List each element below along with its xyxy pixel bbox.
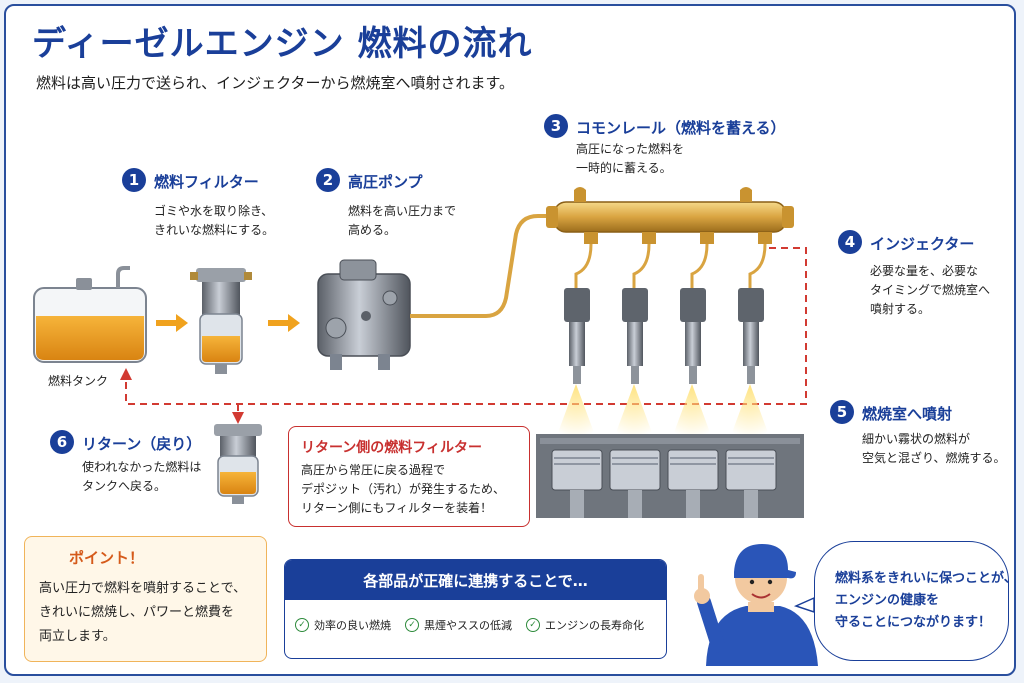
benefit-item: ✓効率の良い燃焼 [295, 617, 391, 633]
point-title: ポイント！ [69, 549, 145, 567]
injectors-image [564, 232, 772, 384]
step-desc-common-rail: 高圧になった燃料を一時的に蓄える。 [576, 142, 685, 175]
fuel-spray-image [556, 384, 770, 438]
point-text: 高い圧力で燃料を噴射することで、きれいに燃焼し、パワーと燃費を両立します。 [39, 581, 247, 644]
check-icon: ✓ [405, 618, 419, 632]
speech-text: 燃料系をきれいに保つことが、エンジンの健康を守ることにつながります！ [835, 571, 1016, 630]
step-title-injector: インジェクター [870, 235, 975, 253]
benefit-item: ✓黒煙やススの低減 [405, 617, 512, 633]
return-filter-title: リターン側の燃料フィルター [301, 440, 483, 456]
step-number-3: 3 [544, 114, 568, 138]
cooperation-list: ✓効率の良い燃焼 ✓黒煙やススの低減 ✓エンジンの長寿命化 [295, 617, 644, 633]
step-desc-combustion: 細かい霧状の燃料が空気と混ざり、燃焼する。 [862, 432, 1006, 465]
step-title-return: リターン（戻り） [82, 435, 202, 453]
speech-bubble: 燃料系をきれいに保つことが、エンジンの健康を守ることにつながります！ [814, 541, 1014, 661]
return-filter-callout: リターン側の燃料フィルター 高圧から常圧に戻る過程でデポジット（汚れ）が発生する… [288, 426, 530, 527]
step-desc-injector: 必要な量を、必要なタイミングで燃焼室へ噴射する。 [870, 264, 991, 316]
step-number-5: 5 [830, 400, 854, 424]
tank-label: 燃料タンク [48, 374, 109, 388]
check-icon: ✓ [295, 618, 309, 632]
fuel-tank-image [33, 266, 147, 363]
step-desc-return: 使われなかった燃料はタンクへ戻る。 [82, 460, 202, 493]
cooperation-panel: 各部品が正確に連携することで… ✓効率の良い燃焼 ✓黒煙やススの低減 ✓エンジン… [284, 559, 667, 659]
page-title: ディーゼルエンジン 燃料の流れ [32, 24, 533, 64]
step-number-2: 2 [316, 168, 340, 192]
step-title-fuel-filter: 燃料フィルター [154, 173, 259, 191]
infographic-frame: ディーゼルエンジン 燃料の流れ 燃料は高い圧力で送られ、インジェクターから燃焼室… [4, 4, 1016, 676]
return-filter-desc: 高圧から常圧に戻る過程でデポジット（汚れ）が発生するため、リターン側にもフィルタ… [301, 463, 506, 515]
return-filter-image [214, 424, 262, 504]
cooperation-heading: 各部品が正確に連携することで… [285, 560, 666, 600]
engine-block-image [536, 434, 804, 518]
step-desc-fuel-filter: ゴミや水を取り除き、きれいな燃料にする。 [154, 204, 275, 237]
common-rail-image [546, 187, 794, 233]
step-number-4: 4 [838, 230, 862, 254]
step-number-6: 6 [50, 430, 74, 454]
page-subtitle: 燃料は高い圧力で送られ、インジェクターから燃焼室へ噴射されます。 [36, 74, 515, 92]
return-arrowhead [120, 368, 132, 380]
fuel-filter-image [190, 268, 252, 374]
fuel-flow-illustration [33, 187, 818, 666]
point-callout: ポイント！ 高い圧力で燃料を噴射することで、きれいに燃焼し、パワーと燃費を両立し… [24, 536, 267, 662]
step-number-1: 1 [122, 168, 146, 192]
mechanic-image [694, 544, 818, 666]
high-pressure-pump-image [317, 259, 411, 370]
step-title-pump: 高圧ポンプ [348, 173, 423, 191]
step-title-common-rail: コモンレール（燃料を蓄える） [576, 119, 786, 137]
step-title-combustion: 燃焼室へ噴射 [862, 405, 953, 423]
step-desc-pump: 燃料を高い圧力まで高める。 [348, 204, 457, 237]
benefit-item: ✓エンジンの長寿命化 [526, 617, 644, 633]
check-icon: ✓ [526, 618, 540, 632]
